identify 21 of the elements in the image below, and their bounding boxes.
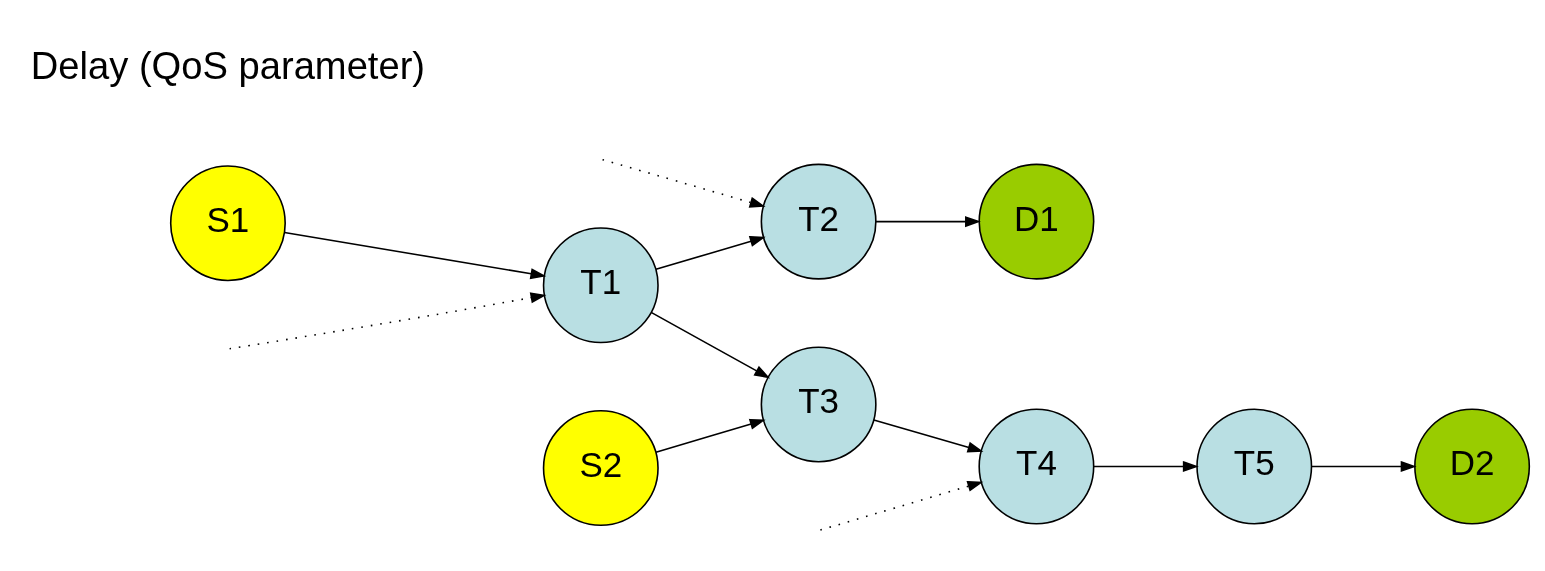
arrow (873, 419, 984, 453)
arrow (1310, 460, 1417, 473)
node-circle: T1 (542, 227, 659, 344)
node-circle: T2 (760, 163, 877, 280)
arrow (650, 311, 771, 379)
arrow (1093, 460, 1199, 473)
node-circle: T3 (760, 346, 877, 463)
label: Delay (QoS parameter) (30, 43, 426, 87)
node-circle: S2 (542, 410, 659, 527)
arrow (283, 231, 547, 280)
arrow (601, 158, 766, 208)
node-circle: D1 (978, 163, 1095, 280)
arrow (655, 236, 766, 271)
arrow (228, 292, 547, 350)
node-circle: S1 (169, 165, 286, 282)
node-circle: D2 (1414, 408, 1531, 525)
node-circle: T5 (1196, 408, 1313, 525)
arrow (655, 418, 766, 453)
arrow (875, 216, 981, 228)
node-circle: T4 (978, 408, 1095, 525)
arrow (819, 480, 984, 531)
